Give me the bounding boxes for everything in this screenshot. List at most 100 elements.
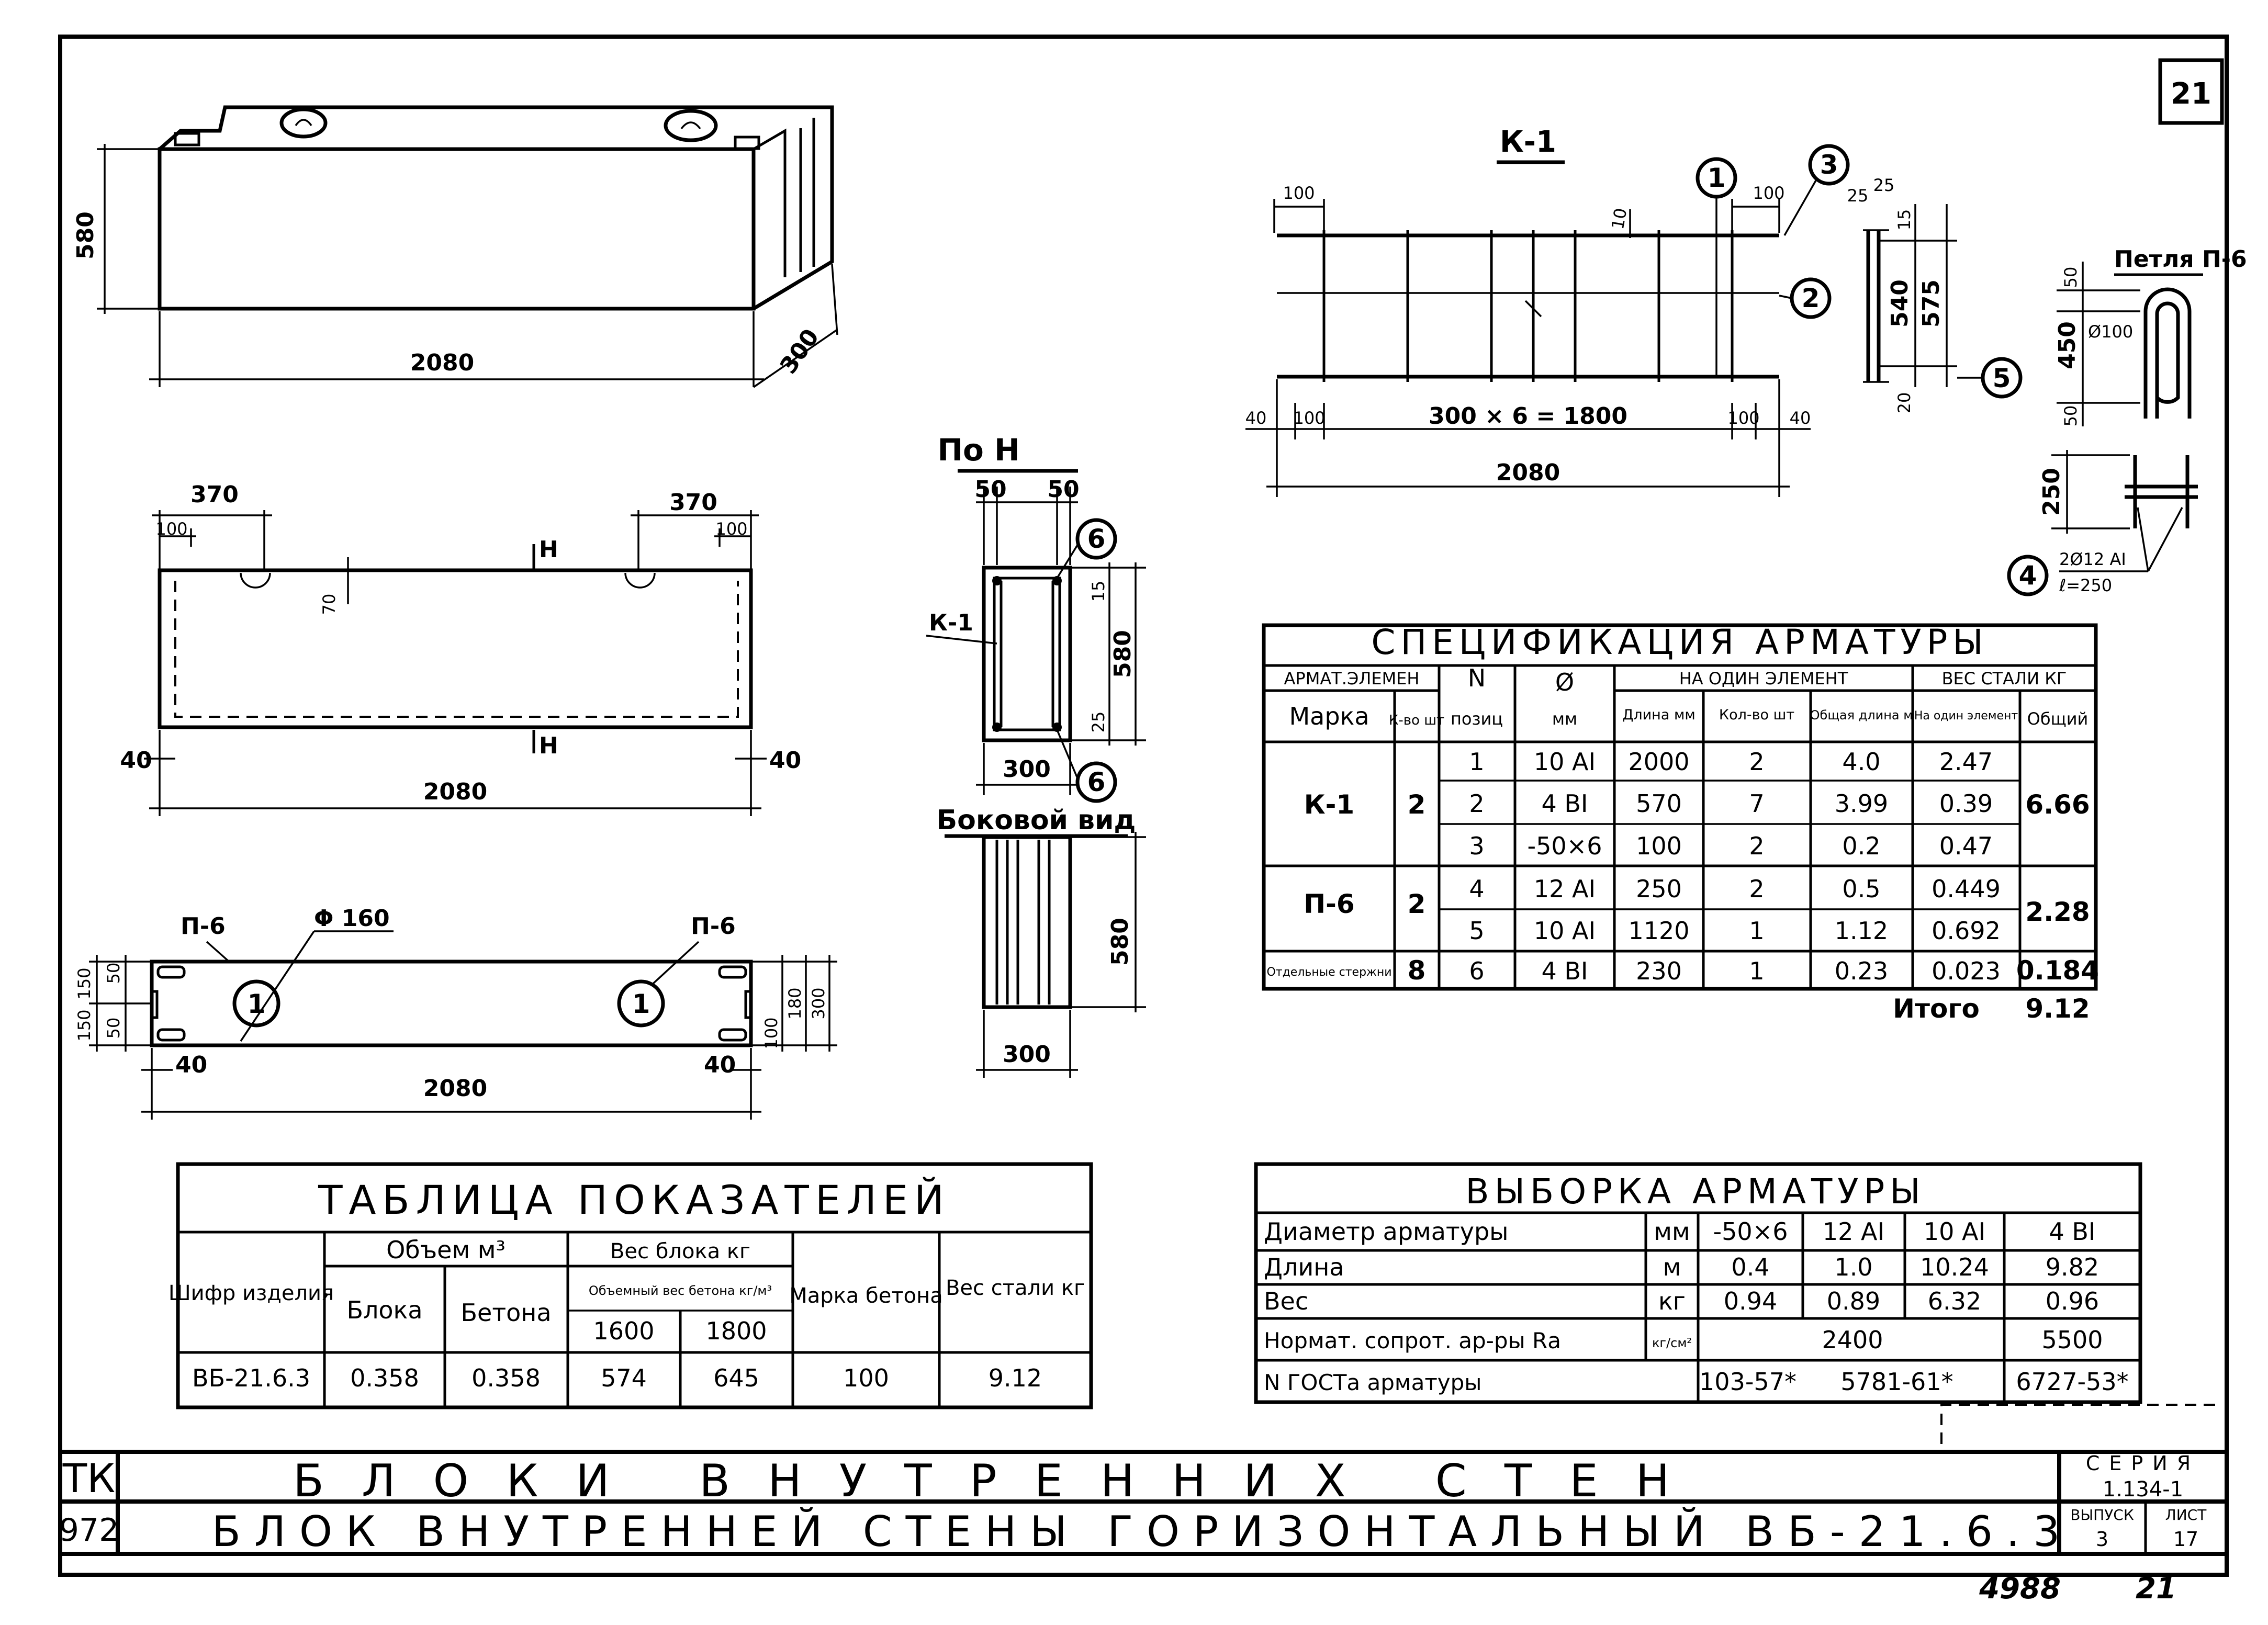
front-section-mark-top: Н: [539, 536, 558, 563]
spec-g2r0-pos: 6: [1469, 957, 1484, 985]
indicators-table: ТАБЛИЦА ПОКАЗАТЕЛЕЙ Шифр изделия Объем м…: [169, 1162, 1093, 1409]
spec-g0r2-tlen: 0.2: [1842, 832, 1880, 860]
front-dim-370-left: 370: [190, 481, 239, 508]
loop-bar-note-2: ℓ=250: [2059, 575, 2112, 595]
selection-title: ВЫБОРКА АРМАТУРЫ: [1465, 1171, 1925, 1212]
sel-r2-label: Вес: [1264, 1287, 1308, 1315]
spec-h-total-len: Общая длина м: [1810, 708, 1913, 723]
loop-p6: Петля П-6 50 450 Ø100 50 250 4 2Ø12 АI ℓ…: [2007, 246, 2247, 596]
sel-r1-c3: 10.24: [1920, 1253, 1989, 1281]
sel-r1-unit: м: [1663, 1253, 1681, 1281]
section-dim-50a: 50: [974, 476, 1006, 503]
k1-dim-25a: 25: [1847, 186, 1869, 206]
k1-dim-100-bottom-right: 100: [1727, 408, 1759, 428]
sel-r0-label: Диаметр арматуры: [1264, 1217, 1508, 1246]
frame-k1: К-1 100 100 10 1 2 3: [1245, 125, 2023, 497]
spec-g2r0-qty: 1: [1749, 957, 1764, 985]
spec-h-weight-total: Общий: [2027, 709, 2089, 729]
sel-r4-c1: 103-57*: [1699, 1368, 1797, 1396]
page-number-box: 21: [2158, 58, 2224, 125]
ind-h-1600: 1600: [593, 1317, 654, 1345]
loop-dim-50-bottom: 50: [2061, 405, 2081, 427]
spec-table: СПЕЦИФИКАЦИЯ АРМАТУРЫ АРМАТ.ЭЛЕМЕН Марка…: [1262, 622, 2099, 1024]
title-block: ТК 972 БЛОКИ ВНУТРЕННИХ СТЕН БЛОК ВНУТРЕ…: [59, 1450, 2227, 1556]
spec-h-pos: позиц: [1451, 709, 1503, 729]
spec-g1r0-w: 0.449: [1932, 875, 2001, 903]
k1-dim-40-right: 40: [1790, 408, 1811, 428]
loop-dim-450: 450: [2054, 321, 2081, 369]
spec-g2-mark: Отдельные стержни: [1266, 966, 1391, 979]
spec-g1r1-qty: 1: [1749, 917, 1764, 945]
isometric-view: 580 2080 300: [72, 105, 838, 388]
sel-r4-label: N ГОСТа арматуры: [1264, 1370, 1481, 1395]
ind-vol-concrete: 0.358: [471, 1364, 541, 1392]
spec-g1r0-qty: 2: [1749, 875, 1764, 903]
plan-hole-mark-right: 1: [632, 989, 650, 1019]
sel-r4-c2: 5781-61*: [1840, 1368, 1953, 1396]
side-view: Боковой вид 580 300: [937, 805, 1146, 1078]
spec-g2r0-w: 0.023: [1932, 957, 2001, 985]
section-title: По Н: [937, 432, 1019, 468]
spec-g0r0-qty: 2: [1749, 748, 1764, 776]
spec-g1r1-len: 1120: [1628, 917, 1689, 945]
spec-h-length: Длина мм: [1622, 707, 1695, 723]
front-dim-40-right: 40: [769, 747, 801, 774]
spec-g0r2-len: 100: [1636, 832, 1682, 860]
sel-r2-c4: 0.96: [2046, 1287, 2099, 1315]
spec-g1-count: 2: [1408, 889, 1426, 919]
title-sheet-label: ЛИСТ: [2165, 1506, 2207, 1524]
sel-r0-c1: -50×6: [1713, 1217, 1788, 1246]
sel-r4-c4: 6727-53*: [2016, 1368, 2128, 1396]
section-frame-label: К-1: [929, 610, 973, 636]
spec-g0r0-tlen: 4.0: [1842, 748, 1880, 776]
spec-g0r1-pos: 2: [1469, 789, 1484, 818]
plan-dim-180: 180: [785, 987, 805, 1019]
spec-title: СПЕЦИФИКАЦИЯ АРМАТУРЫ: [1371, 622, 1988, 662]
sel-r0-c3: 10 АI: [1924, 1217, 1985, 1246]
sel-r0-c2: 12 АI: [1823, 1217, 1884, 1246]
spec-g0r1-qty: 7: [1749, 789, 1764, 818]
spec-g2-total: 0.184: [2016, 955, 2099, 986]
frame-k1-title: К-1: [1500, 125, 1556, 159]
front-dim-40-left: 40: [120, 747, 152, 774]
k1-pos-5: 5: [1993, 363, 2011, 393]
k1-dim-15: 15: [1894, 209, 1914, 231]
k1-dim-100-left: 100: [1283, 183, 1315, 203]
k1-dim-100-right: 100: [1753, 183, 1784, 203]
k1-dim-20: 20: [1894, 392, 1914, 414]
sel-r1-c2: 1.0: [1834, 1253, 1872, 1281]
spec-g1-mark: П-6: [1304, 889, 1354, 919]
ind-grade: 100: [843, 1364, 889, 1392]
ind-h-volume: Объем м³: [386, 1236, 506, 1264]
spec-h-weight-one: На один элемент: [1914, 709, 2018, 723]
spec-g0r2-pos: 3: [1469, 832, 1484, 860]
ind-h-concrete: Бетона: [461, 1299, 551, 1327]
front-dim-370-right: 370: [669, 489, 717, 516]
sel-r1-label: Длина: [1264, 1253, 1344, 1281]
spec-g2r0-tlen: 0.23: [1835, 957, 1888, 985]
k1-dim-40-left: 40: [1245, 408, 1267, 428]
spec-g0r0-len: 2000: [1628, 748, 1689, 776]
spec-h-qty: Кол-во шт: [1719, 707, 1794, 723]
spec-g1r1-pos: 5: [1469, 917, 1484, 945]
spec-g1r0-tlen: 0.5: [1842, 875, 1880, 903]
sel-r3-c4: 5500: [2041, 1326, 2103, 1354]
ind-h-vol-weight: Объемный вес бетона кг/м³: [589, 1283, 772, 1298]
sel-r1-c1: 0.4: [1731, 1253, 1769, 1281]
section-pos-bottom: 6: [1087, 767, 1106, 797]
spec-g1r1-tlen: 1.12: [1835, 917, 1888, 945]
spec-h-mm: мм: [1552, 709, 1577, 729]
front-dim-70: 70: [319, 594, 339, 615]
k1-pos-1: 1: [1708, 163, 1726, 193]
sel-r2-unit: кг: [1658, 1287, 1686, 1315]
section-view: По Н 50 50 15 25 580 К-1 6 6 300: [926, 432, 1146, 803]
spec-total-value: 9.12: [2025, 994, 2090, 1024]
plan-loop-right: П-6: [691, 913, 736, 940]
spec-g0r0-pos: 1: [1469, 748, 1484, 776]
spec-g0-total: 6.66: [2025, 789, 2090, 820]
sheet-frame: [58, 35, 2229, 1577]
spec-h-weight: ВЕС СТАЛИ КГ: [1942, 669, 2067, 689]
spec-total-label: Итого: [1893, 994, 1980, 1024]
spec-g1r0-diam: 12 АI: [1534, 875, 1596, 903]
